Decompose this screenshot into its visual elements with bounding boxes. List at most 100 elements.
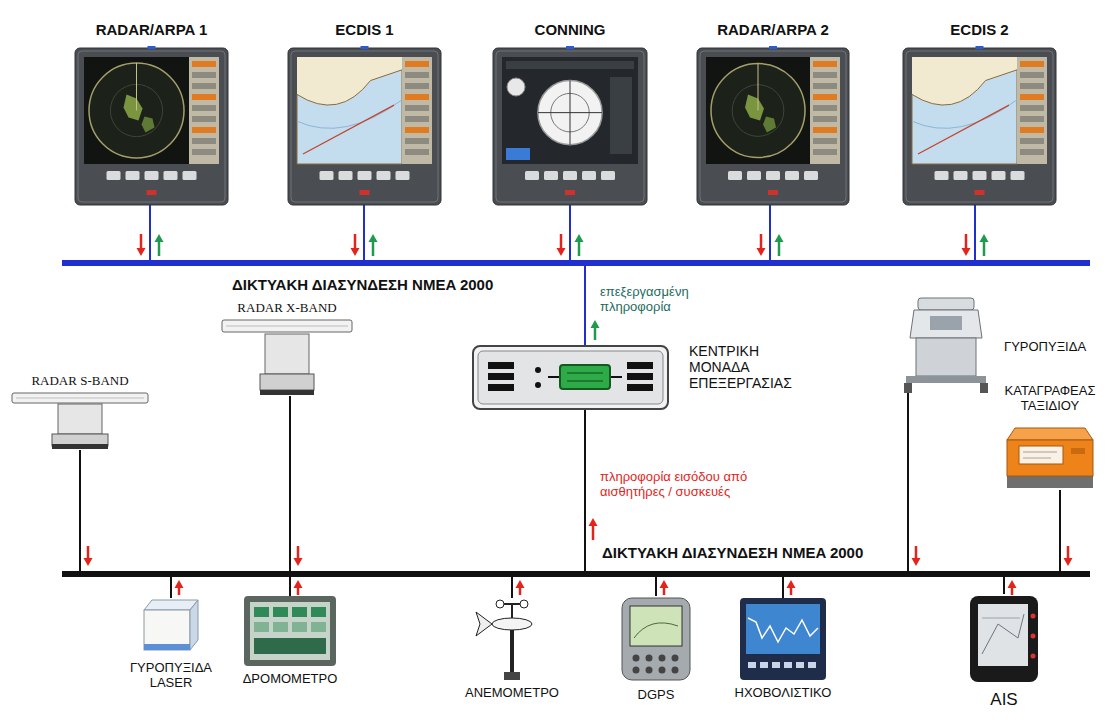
voyage-recorder-picture-part: [1007, 440, 1093, 476]
display-monitor-picture: [288, 48, 441, 205]
arrow-head: [787, 580, 796, 588]
radar-antenna-picture-part: [260, 390, 314, 395]
radar-antenna-picture-part: [52, 444, 108, 449]
gyrocompass-picture-part: [918, 298, 974, 310]
display-monitor-picture-part: [1020, 83, 1044, 89]
arrow-shaft: [965, 234, 968, 250]
processing-unit-picture-part: [488, 362, 514, 369]
display-monitor-picture-part: [360, 190, 370, 195]
display-monitor-picture-part: [813, 138, 837, 144]
connector-line: [1059, 490, 1061, 571]
display-monitor-picture-part: [758, 64, 759, 111]
arrow-head: [516, 580, 525, 588]
display-title: RADAR/ARPA 1: [96, 21, 208, 38]
display-monitor-picture-part: [396, 171, 410, 180]
ais-unit: AIS: [968, 594, 1040, 684]
arrow-head: [660, 580, 669, 588]
display-monitor-picture: [493, 48, 647, 205]
display-monitor: ECDIS 1: [288, 48, 441, 205]
arrow-shaft: [560, 234, 563, 250]
voyage-recorder-picture-part: [1007, 476, 1093, 488]
radar-antenna-picture-part: [222, 320, 352, 332]
device-label: DGPS: [638, 688, 675, 703]
display-monitor-picture-part: [405, 61, 429, 67]
radar-antenna-picture-part: [260, 374, 314, 390]
display-monitor-picture-part: [192, 127, 216, 133]
gyrocompass-picture-part: [910, 310, 982, 338]
laser-gyro-picture-part: [144, 610, 190, 650]
processing-unit-picture-part: [560, 365, 610, 389]
display-monitor-picture-part: [1020, 138, 1044, 144]
arrow-head: [155, 234, 164, 242]
connector: [1060, 490, 1073, 571]
arrow-head: [575, 234, 584, 242]
display-monitor-picture-part: [189, 57, 219, 164]
speed-log: ΔΡΟΜΟΜΕΤΡΟ: [244, 596, 336, 666]
display-monitor-picture-part: [538, 112, 602, 113]
display-monitor-picture: [903, 48, 1056, 205]
echo-sounder-picture-part: [748, 618, 818, 642]
display-monitor-picture-part: [785, 171, 799, 180]
voyage-recorder-picture-part: [1023, 452, 1057, 453]
display-monitor-picture-part: [766, 171, 780, 180]
connector: [585, 266, 600, 345]
display-monitor-picture-part: [297, 57, 432, 164]
display-monitor-picture-part: [506, 61, 634, 69]
display-monitor: CONNING: [493, 48, 647, 205]
connector: [908, 393, 921, 571]
display-monitor-picture-part: [405, 94, 429, 100]
voyage-recorder: ΚΑΤΑΓΡΑΦΕΑΣ ΤΑΞΙΔΙΟΥ: [1005, 418, 1095, 490]
display-monitor-picture-part: [405, 138, 429, 144]
arrow-head: [962, 248, 971, 256]
display-title: CONNING: [535, 21, 606, 38]
device-label: RADAR X-BAND: [237, 301, 336, 316]
arrow-shaft: [158, 240, 161, 256]
anemometer: ΑΝΕΜΟΜΕΤΡΟ: [474, 598, 550, 680]
display-monitor-picture-part: [954, 171, 968, 180]
display-monitor-picture-part: [566, 46, 574, 49]
connector: [1004, 577, 1017, 595]
connector-line: [974, 205, 976, 260]
display-monitor-picture-part: [912, 57, 1047, 164]
display-monitor-picture-part: [288, 48, 441, 205]
dgps-receiver-picture-part: [646, 667, 653, 674]
display-monitor-picture-part: [1020, 61, 1044, 67]
speed-log-picture-part: [273, 622, 288, 632]
gyrocompass-picture-part: [916, 338, 976, 376]
bus-label: ΔΙΚΤΥΑΚΗ ΔΙΑΣΥΝΔΕΣΗ NMEA 2000: [230, 276, 495, 293]
display-monitor-picture-part: [544, 171, 558, 180]
connector: [557, 205, 584, 260]
dgps-receiver-picture: [620, 596, 692, 682]
processing-unit-picture: [472, 345, 669, 410]
processing-unit-picture-part: [627, 384, 653, 391]
dgps-receiver-picture-part: [633, 667, 640, 674]
gyrocompass-picture-part: [930, 316, 962, 330]
echo-sounder-picture-part: [808, 662, 816, 668]
display-monitor-picture-part: [126, 171, 140, 180]
processing-unit-picture-part: [567, 373, 603, 374]
arrow-head: [589, 518, 598, 526]
laser-gyro: ΓΥΡΟΠΥΞΙΔΑ LASER: [140, 598, 202, 655]
display-monitor-picture-part: [912, 70, 1017, 164]
display-monitor-picture-part: [1020, 127, 1044, 133]
speed-log-picture-part: [292, 622, 307, 632]
voyage-recorder-picture-part: [1023, 458, 1051, 459]
bus-label: ΔΙΚΤΥΑΚΗ ΔΙΑΣΥΝΔΕΣΗ NMEA 2000: [600, 544, 865, 561]
connector-line: [289, 577, 291, 596]
anemometer-picture-part: [476, 612, 492, 636]
display-monitor-picture-part: [84, 57, 219, 164]
connector: [137, 205, 164, 260]
display-monitor-picture-part: [813, 149, 837, 155]
connector-line: [289, 396, 291, 571]
dgps-receiver-picture-part: [659, 667, 666, 674]
device-label: RADAR S-BAND: [31, 374, 128, 389]
arrow-shaft: [578, 240, 581, 256]
display-monitor-picture-part: [525, 171, 539, 180]
display-monitor-picture-part: [912, 100, 1017, 129]
display-monitor-picture-part: [107, 171, 121, 180]
echo-sounder-picture-part: [740, 598, 826, 680]
display-monitor: RADAR/ARPA 2: [697, 48, 849, 205]
connector-line: [511, 577, 513, 598]
arrow-shaft: [592, 524, 595, 540]
